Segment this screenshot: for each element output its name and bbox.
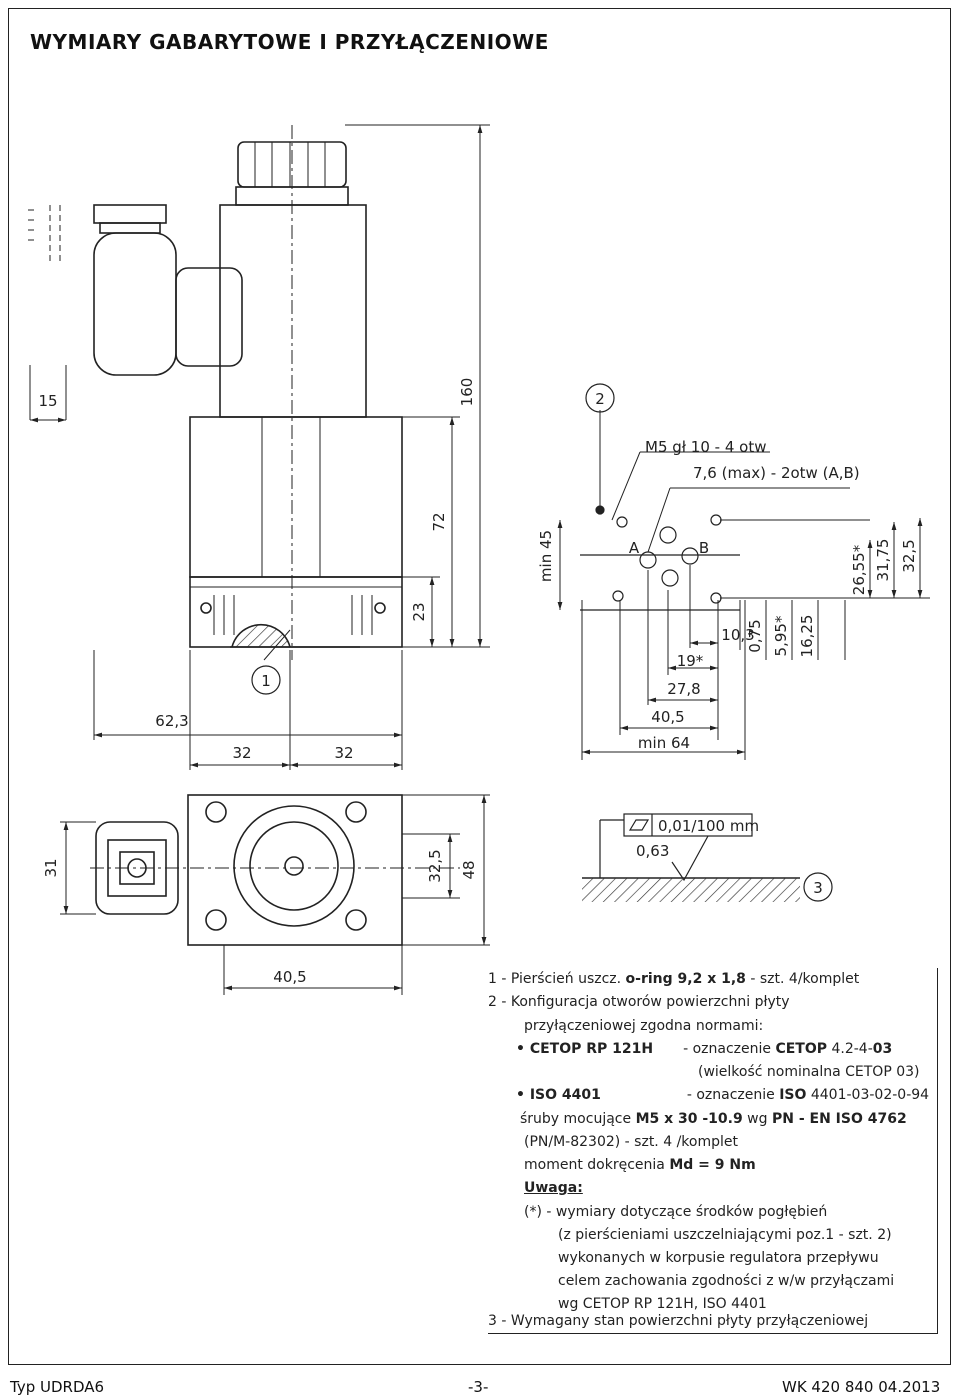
note-4-e: 03: [872, 1041, 893, 1057]
dim-32b: 32: [334, 744, 353, 762]
dim-32a: 32: [232, 744, 251, 762]
dim-10-3: 10,3: [721, 626, 754, 644]
note-1-c: - szt. 4/komplet: [745, 971, 860, 987]
note-11: (*) - wymiary dotyczące środków pogłębie…: [524, 1204, 828, 1220]
port-b-label: B: [699, 539, 709, 557]
note-4-c: CETOP: [775, 1041, 828, 1057]
dim-40-5a: 40,5: [273, 968, 306, 986]
dim-15: 15: [38, 392, 57, 410]
valve-top-view: [60, 794, 490, 995]
note-4-b: - oznaczenie: [683, 1041, 776, 1057]
note-7-b: M5 x 30 -10.9: [635, 1111, 743, 1127]
dim-27-8: 27,8: [667, 680, 700, 698]
dim-19: 19*: [677, 652, 704, 670]
note-14: celem zachowania zgodności z w/w przyłąc…: [558, 1273, 895, 1289]
note-13: wykonanych w korpusie regulatora przepły…: [558, 1250, 879, 1266]
note-9-b: Md = 9 Nm: [669, 1157, 756, 1173]
note-9-a: moment dokręcenia: [524, 1157, 670, 1173]
footer-doc: WK 420 840 04.2013: [782, 1378, 941, 1396]
dim-48: 48: [460, 860, 478, 879]
note-6-c: ISO: [779, 1087, 807, 1103]
note-7-c: wg: [742, 1111, 772, 1127]
dim-32-5b: 32,5: [900, 539, 918, 572]
notes-block: 1 - Pierścień uszcz. o-ring 9,2 x 1,8 - …: [488, 968, 938, 1334]
flatness-label: 0,01/100 mm: [658, 817, 759, 835]
drawing-frame: [8, 8, 951, 1365]
callout-3: [803, 872, 833, 902]
dim-5-95: 5,95*: [772, 615, 790, 656]
callout-1-label: 1: [261, 672, 271, 690]
dim-31: 31: [42, 858, 60, 877]
footer-page: -3-: [468, 1378, 489, 1396]
note-6-a: • ISO 4401: [516, 1087, 601, 1103]
port-diameter-label: 7,6 (max) - 2otw (A,B): [693, 464, 860, 482]
note-16: 3 - Wymagany stan powierzchni płyty przy…: [488, 1313, 869, 1329]
note-4-a: • CETOP RP 121H: [516, 1041, 654, 1057]
note-1-a: 1 - Pierścień uszcz.: [488, 971, 626, 987]
mounting-pattern: [557, 410, 930, 760]
page-title: WYMIARY GABARYTOWE I PRZYŁĄCZENIOWE: [30, 30, 549, 54]
note-12: (z pierścieniami uszczelniającymi poz.1 …: [558, 1227, 892, 1243]
dim-31-75: 31,75: [874, 539, 892, 582]
note-1-b: o-ring 9,2 x 1,8: [625, 971, 746, 987]
valve-front-view: [28, 124, 490, 770]
callout-1: [251, 665, 281, 695]
dim-0-75: 0,75: [746, 619, 764, 652]
dim-min45: min 45: [537, 530, 555, 582]
dim-32-5a: 32,5: [426, 849, 444, 882]
dim-26-55: 26,55*: [850, 544, 868, 595]
surface-spec: [582, 813, 800, 902]
m5-thread-label: M5 gł 10 - 4 otw: [645, 438, 766, 456]
dim-160: 160: [458, 378, 476, 407]
callout-3-label: 3: [813, 879, 823, 897]
dim-40-5b: 40,5: [651, 708, 684, 726]
note-5: (wielkość nominalna CETOP 03): [698, 1064, 920, 1080]
port-a-label: A: [629, 539, 640, 557]
note-8: (PN/M-82302) - szt. 4 /komplet: [524, 1134, 738, 1150]
note-6-d: 4401-03-02-0-94: [806, 1087, 930, 1103]
dim-62-3: 62,3: [155, 712, 188, 730]
note-15: wg CETOP RP 121H, ISO 4401: [558, 1296, 767, 1312]
note-7-a: śruby mocujące: [520, 1111, 636, 1127]
dim-72: 72: [430, 512, 448, 531]
note-6-b: - oznaczenie: [686, 1087, 780, 1103]
roughness-label: 0,63: [636, 842, 669, 860]
footer-type: Typ UDRDA6: [10, 1378, 105, 1396]
note-7-d: PN - EN ISO 4762: [771, 1111, 907, 1127]
note-4-d: 4.2-4-: [827, 1041, 873, 1057]
dim-min64: min 64: [638, 734, 690, 752]
note-warning: Uwaga:: [524, 1180, 583, 1196]
note-2: 2 - Konfiguracja otworów powierzchni pły…: [488, 994, 790, 1010]
callout-2-label: 2: [595, 390, 605, 408]
dim-16-25: 16,25: [798, 615, 816, 658]
note-3: przyłączeniowej zgodna normami:: [524, 1018, 764, 1034]
dim-23: 23: [410, 602, 428, 621]
